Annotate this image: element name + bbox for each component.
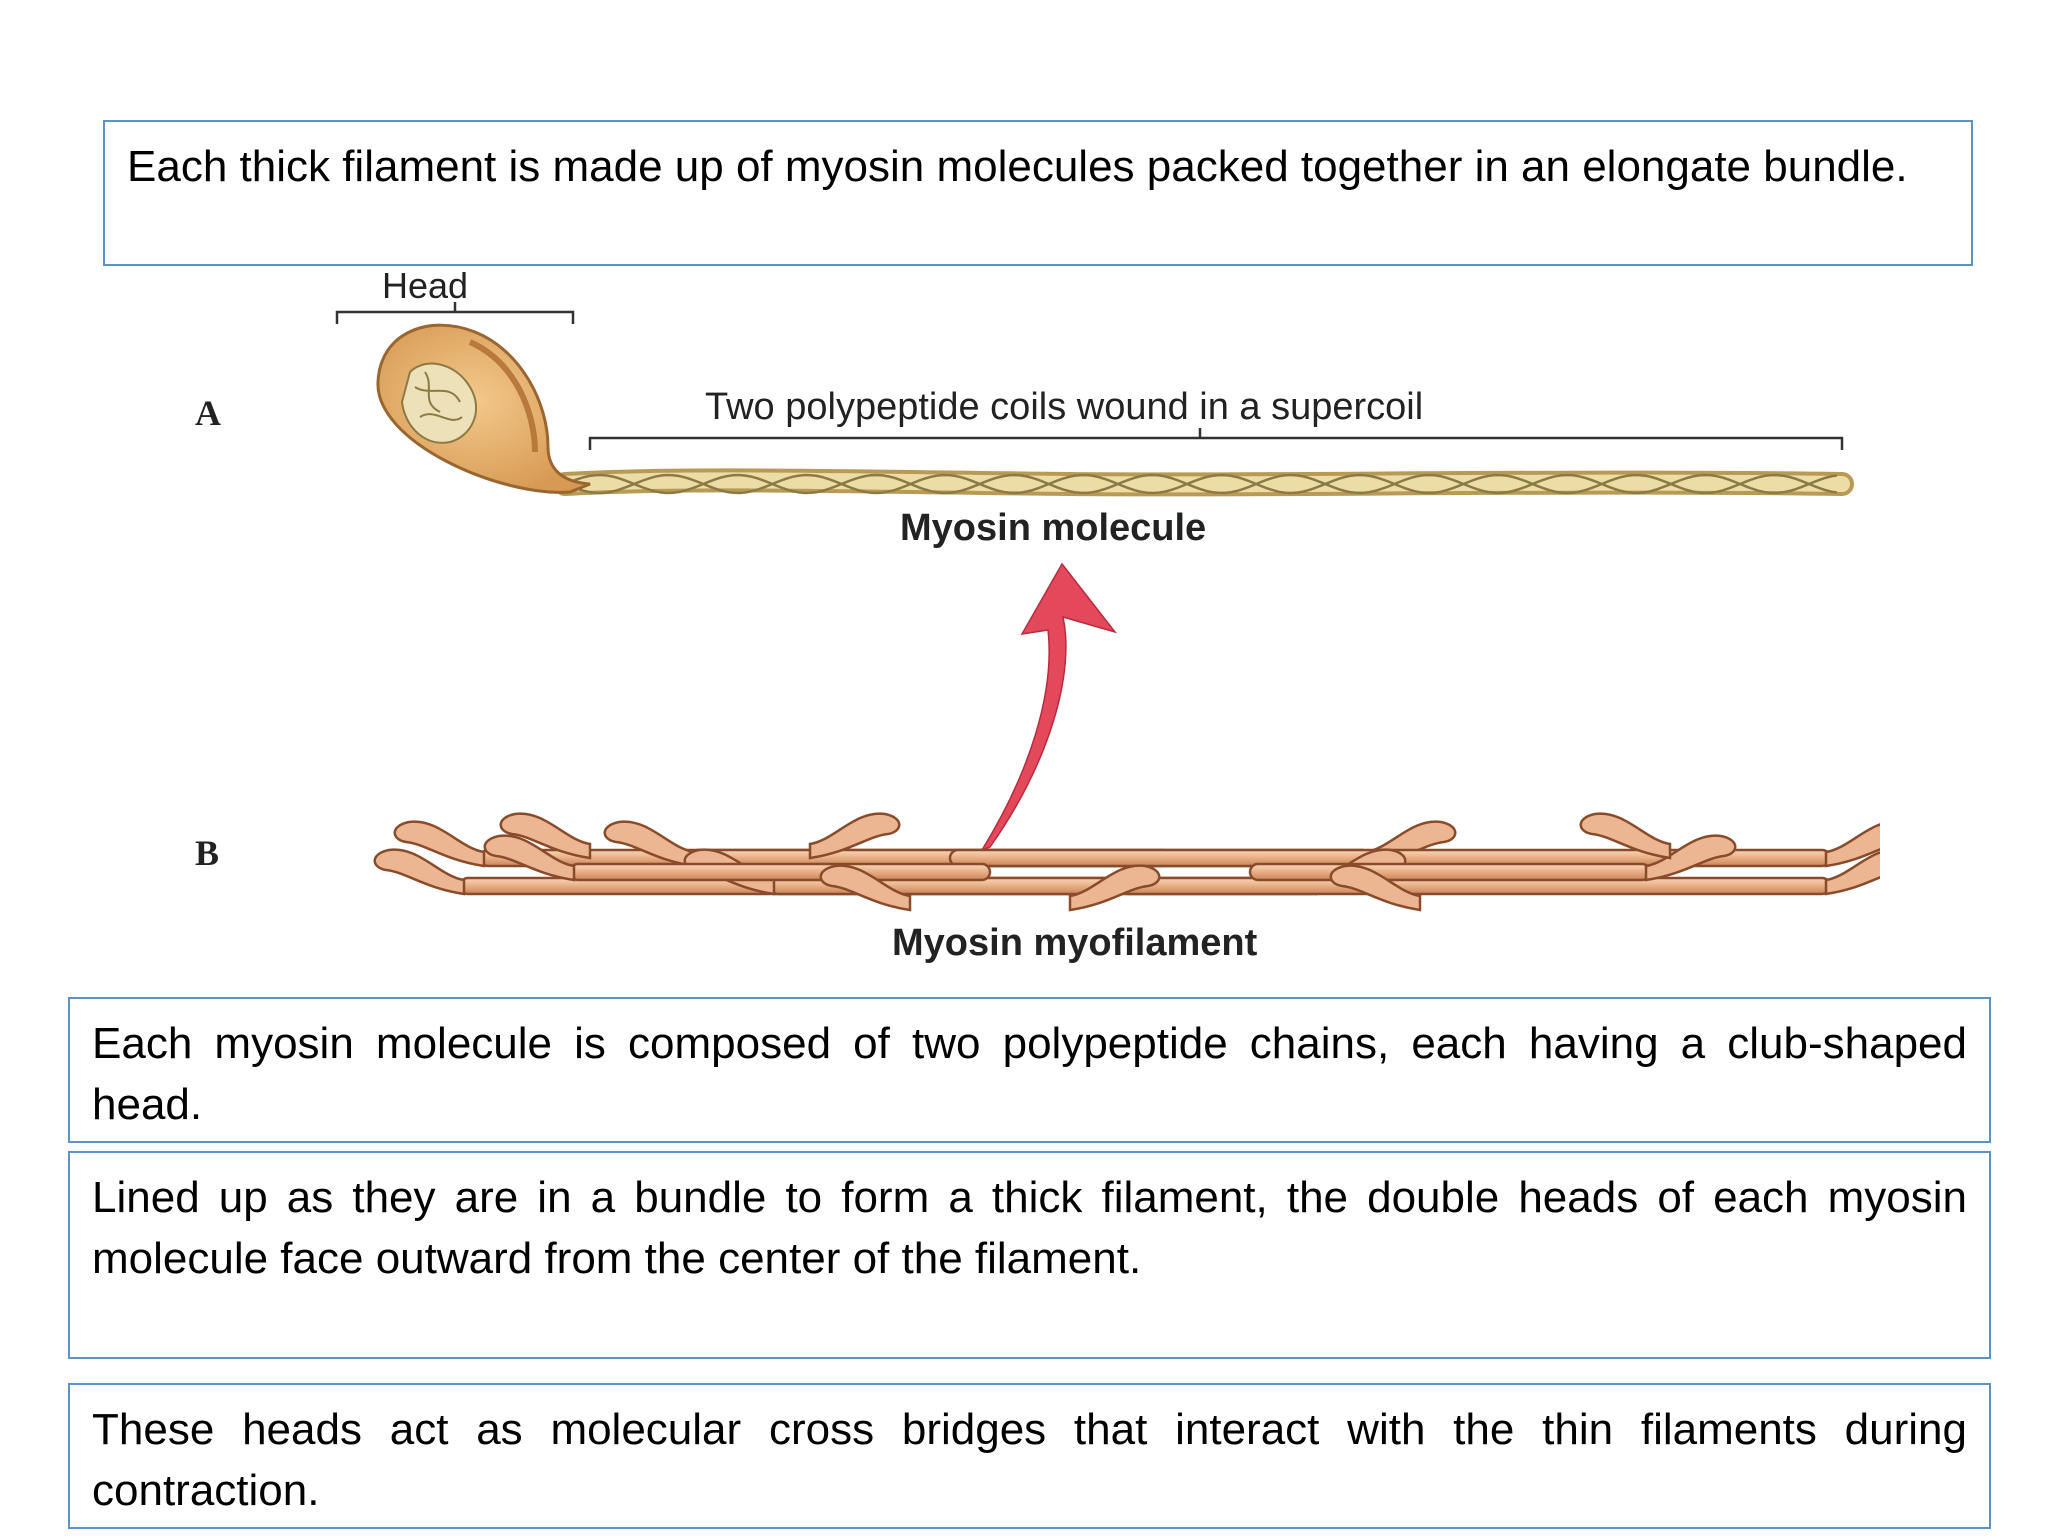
red-arrow — [980, 562, 1118, 852]
intro-text: Each thick filament is made up of myosin… — [127, 142, 1908, 191]
head-label: Head — [382, 265, 469, 306]
myosin-head-shape — [1329, 864, 1422, 912]
myosin-head-shape — [808, 812, 901, 860]
myosin-rod — [1248, 862, 1652, 882]
composition-text: Each myosin molecule is composed of two … — [92, 1019, 1967, 1129]
myosin-head-shape — [1824, 851, 1880, 896]
molecule-label: Myosin molecule — [900, 507, 1207, 549]
coil-bracket — [588, 428, 1844, 450]
myosin-illustration — [335, 302, 1880, 912]
myosin-head-shape — [483, 834, 576, 882]
myosin-head-shape — [499, 812, 592, 860]
myosin-tail-supercoil — [553, 468, 1854, 497]
myosin-head-shape — [393, 820, 486, 868]
coil-label: Two polypeptide coils wound in a superco… — [705, 386, 1424, 428]
intro-text-box: Each thick filament is made up of myosin… — [103, 120, 1973, 266]
myosin-head-shape — [1579, 812, 1672, 860]
function-text-box: These heads act as molecular cross bridg… — [68, 1383, 1991, 1529]
myosin-head-shape — [819, 864, 912, 912]
panel-label-a: A — [195, 393, 221, 433]
myosin-head — [376, 323, 591, 494]
arrangement-text: Lined up as they are in a bundle to form… — [92, 1173, 1967, 1283]
arrangement-text-box: Lined up as they are in a bundle to form… — [68, 1151, 1991, 1359]
myosin-rod — [568, 862, 992, 882]
composition-text-box: Each myosin molecule is composed of two … — [68, 997, 1991, 1143]
myosin-head-shape — [1068, 864, 1161, 912]
myosin-myofilament-bundle — [373, 812, 1880, 912]
panel-label-b: B — [195, 833, 220, 873]
function-text: These heads act as molecular cross bridg… — [92, 1405, 1967, 1515]
myosin-head-shape — [1644, 834, 1737, 882]
myosin-head-shape — [603, 820, 696, 868]
myosin-head-shape — [1824, 823, 1880, 868]
myosin-diagram: A B Head Two polypeptide coils wound in … — [170, 262, 1880, 972]
filament-label: Myosin myofilament — [892, 922, 1258, 964]
myosin-head-shape — [373, 848, 466, 896]
head-bracket — [335, 302, 575, 324]
